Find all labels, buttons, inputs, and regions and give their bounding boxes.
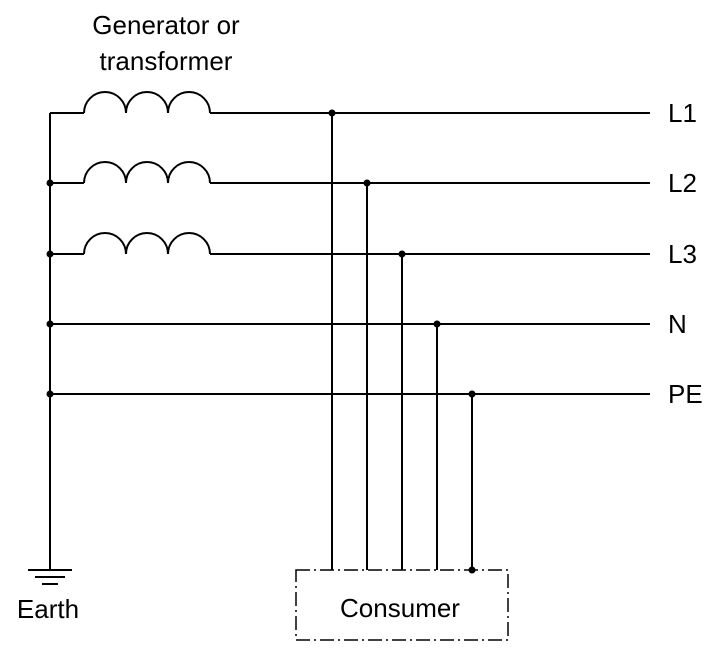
junction-dot-l2 — [363, 179, 371, 187]
source-label-line2: transformer — [100, 46, 233, 76]
source-label-line1: Generator or — [92, 10, 240, 40]
junction-dot-l1 — [328, 109, 336, 117]
label-l2: L2 — [668, 168, 697, 198]
winding-coil-l3 — [83, 232, 211, 255]
conductor-l2 — [50, 161, 650, 184]
junction-dot — [46, 250, 54, 258]
consumer-label: Consumer — [340, 593, 460, 623]
consumer-box — [295, 569, 509, 641]
label-l3: L3 — [668, 239, 697, 269]
junction-dot — [46, 179, 54, 187]
conductor-l3 — [50, 232, 650, 255]
earth-label: Earth — [17, 594, 79, 624]
earth-symbol-icon — [28, 569, 72, 585]
winding-coil-l2 — [83, 161, 211, 184]
junction-dot-pe — [468, 390, 476, 398]
label-n: N — [668, 309, 687, 339]
junction-dot — [46, 390, 54, 398]
junction-dot-n — [433, 320, 441, 328]
winding-coil-l1 — [83, 91, 211, 114]
junction-dot-l3 — [398, 250, 406, 258]
conductor-l1 — [50, 91, 650, 114]
label-l1: L1 — [668, 98, 697, 128]
label-pe: PE — [668, 379, 703, 409]
junction-dot — [46, 320, 54, 328]
